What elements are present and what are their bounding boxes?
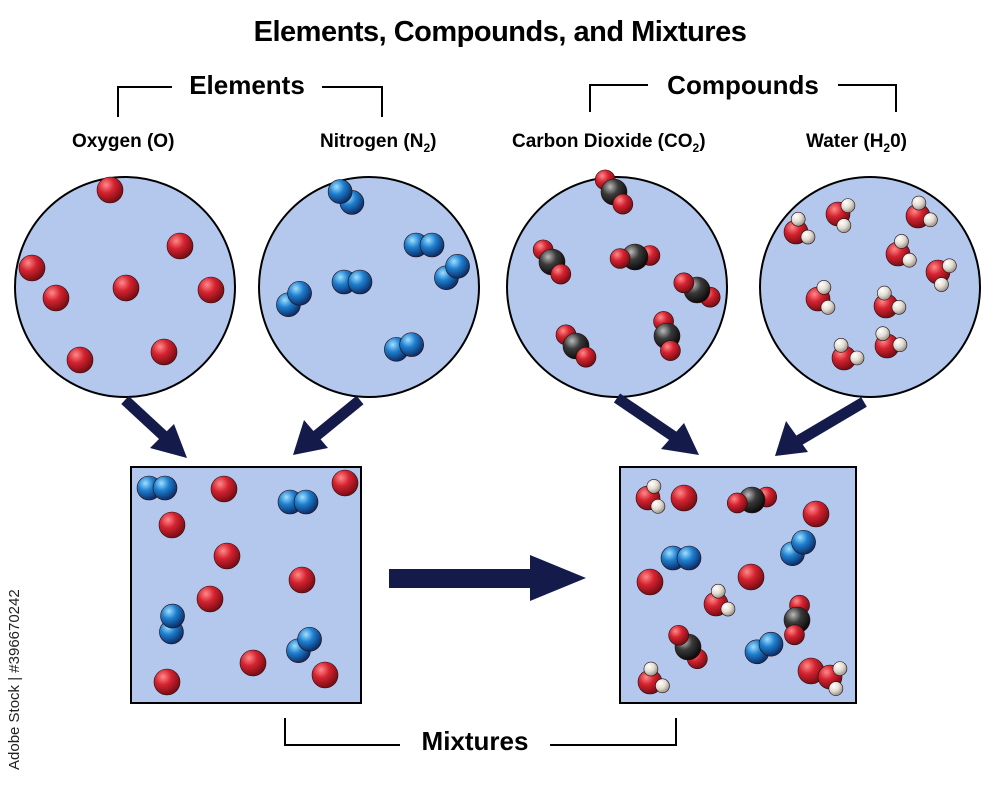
oxygen-atom [239,649,267,677]
nitrogen-molecule [744,631,784,665]
water-molecule [885,234,917,268]
water-molecule [905,195,938,229]
water-molecule [831,338,865,371]
water-container [759,176,981,398]
water-molecule [825,198,856,233]
oxygen-atom [636,568,664,596]
water-molecule [805,280,836,315]
oxygen-label: Oxygen (O) [72,131,175,152]
oxygen-atom [213,542,241,570]
water-molecule [817,661,848,696]
mixture-to-mixture-arrow [389,555,586,601]
oxygen-atom [153,668,181,696]
oxygen-atom [166,232,194,260]
elements-bracket [117,86,383,117]
oxygen-atom [96,176,124,204]
mixtures-group-label: Mixtures [421,726,529,756]
oxygen-atom [158,511,186,539]
water-molecule [873,285,907,319]
carbon-dioxide-molecule [668,624,708,670]
oxygen-atom [311,661,339,689]
oxygen-atom [196,585,224,613]
water-molecule [635,479,666,514]
water-molecule [637,661,670,695]
water-molecule [874,326,908,359]
nitrogen-molecule [136,475,178,501]
oxygen-atom [670,484,698,512]
co2-to-mixture-arrow [613,393,699,455]
nitrogen-molecule [159,603,185,645]
oxygen-atom [802,500,830,528]
oxygen-atom [66,346,94,374]
nitrogen-molecule [384,332,424,362]
oxygen-to-mixture-arrow [121,395,187,458]
carbon-dioxide-molecule [555,324,597,368]
nitrogen-molecule [327,179,365,215]
carbon-dioxide-molecule [783,594,811,646]
carbon-dioxide-molecule [609,243,661,271]
oxygen-atom [150,338,178,366]
oxygen-atom [288,566,316,594]
carbon-dioxide-label: Carbon Dioxide (CO2) [512,131,706,155]
oxygen-atom [737,563,765,591]
elements-group-label: Elements [189,70,305,100]
carbon-dioxide-molecule [673,272,721,308]
water-label: Water (H20) [806,131,908,155]
nitrogen-molecule [660,545,702,571]
nitrogen-molecule [277,489,319,515]
carbon-dioxide-molecule [726,486,778,514]
nitrogen-label: Nitrogen (N2) [320,131,437,155]
nitrogen-molecule [286,626,322,664]
carbon-dioxide-molecule [532,239,572,285]
oxygen-atom [197,276,225,304]
oxygen-atom [210,475,238,503]
oxygen-atom [42,284,70,312]
nitrogen-molecule [331,269,373,295]
oxygen-atom [112,274,140,302]
mixtures-bracket [284,718,677,746]
nitrogen-molecule [276,280,312,318]
compounds-group-label: Compounds [667,70,819,100]
oxygen-atom [18,254,46,282]
water-molecule [783,211,816,245]
water-molecule [703,583,736,617]
nitrogen-molecule [434,253,470,291]
water-to-mixture-arrow [775,397,867,456]
water-molecule [925,258,957,292]
carbon-dioxide-molecule [653,311,681,361]
nitrogen-to-mixture-arrow [293,395,364,455]
nitrogen-molecule [780,529,816,567]
nitrogen-molecule [403,232,445,258]
oxygen-atom [331,469,359,497]
compounds-bracket [589,84,897,112]
page-title: Elements, Compounds, and Mixtures [253,16,747,48]
carbon-dioxide-molecule [594,169,634,215]
